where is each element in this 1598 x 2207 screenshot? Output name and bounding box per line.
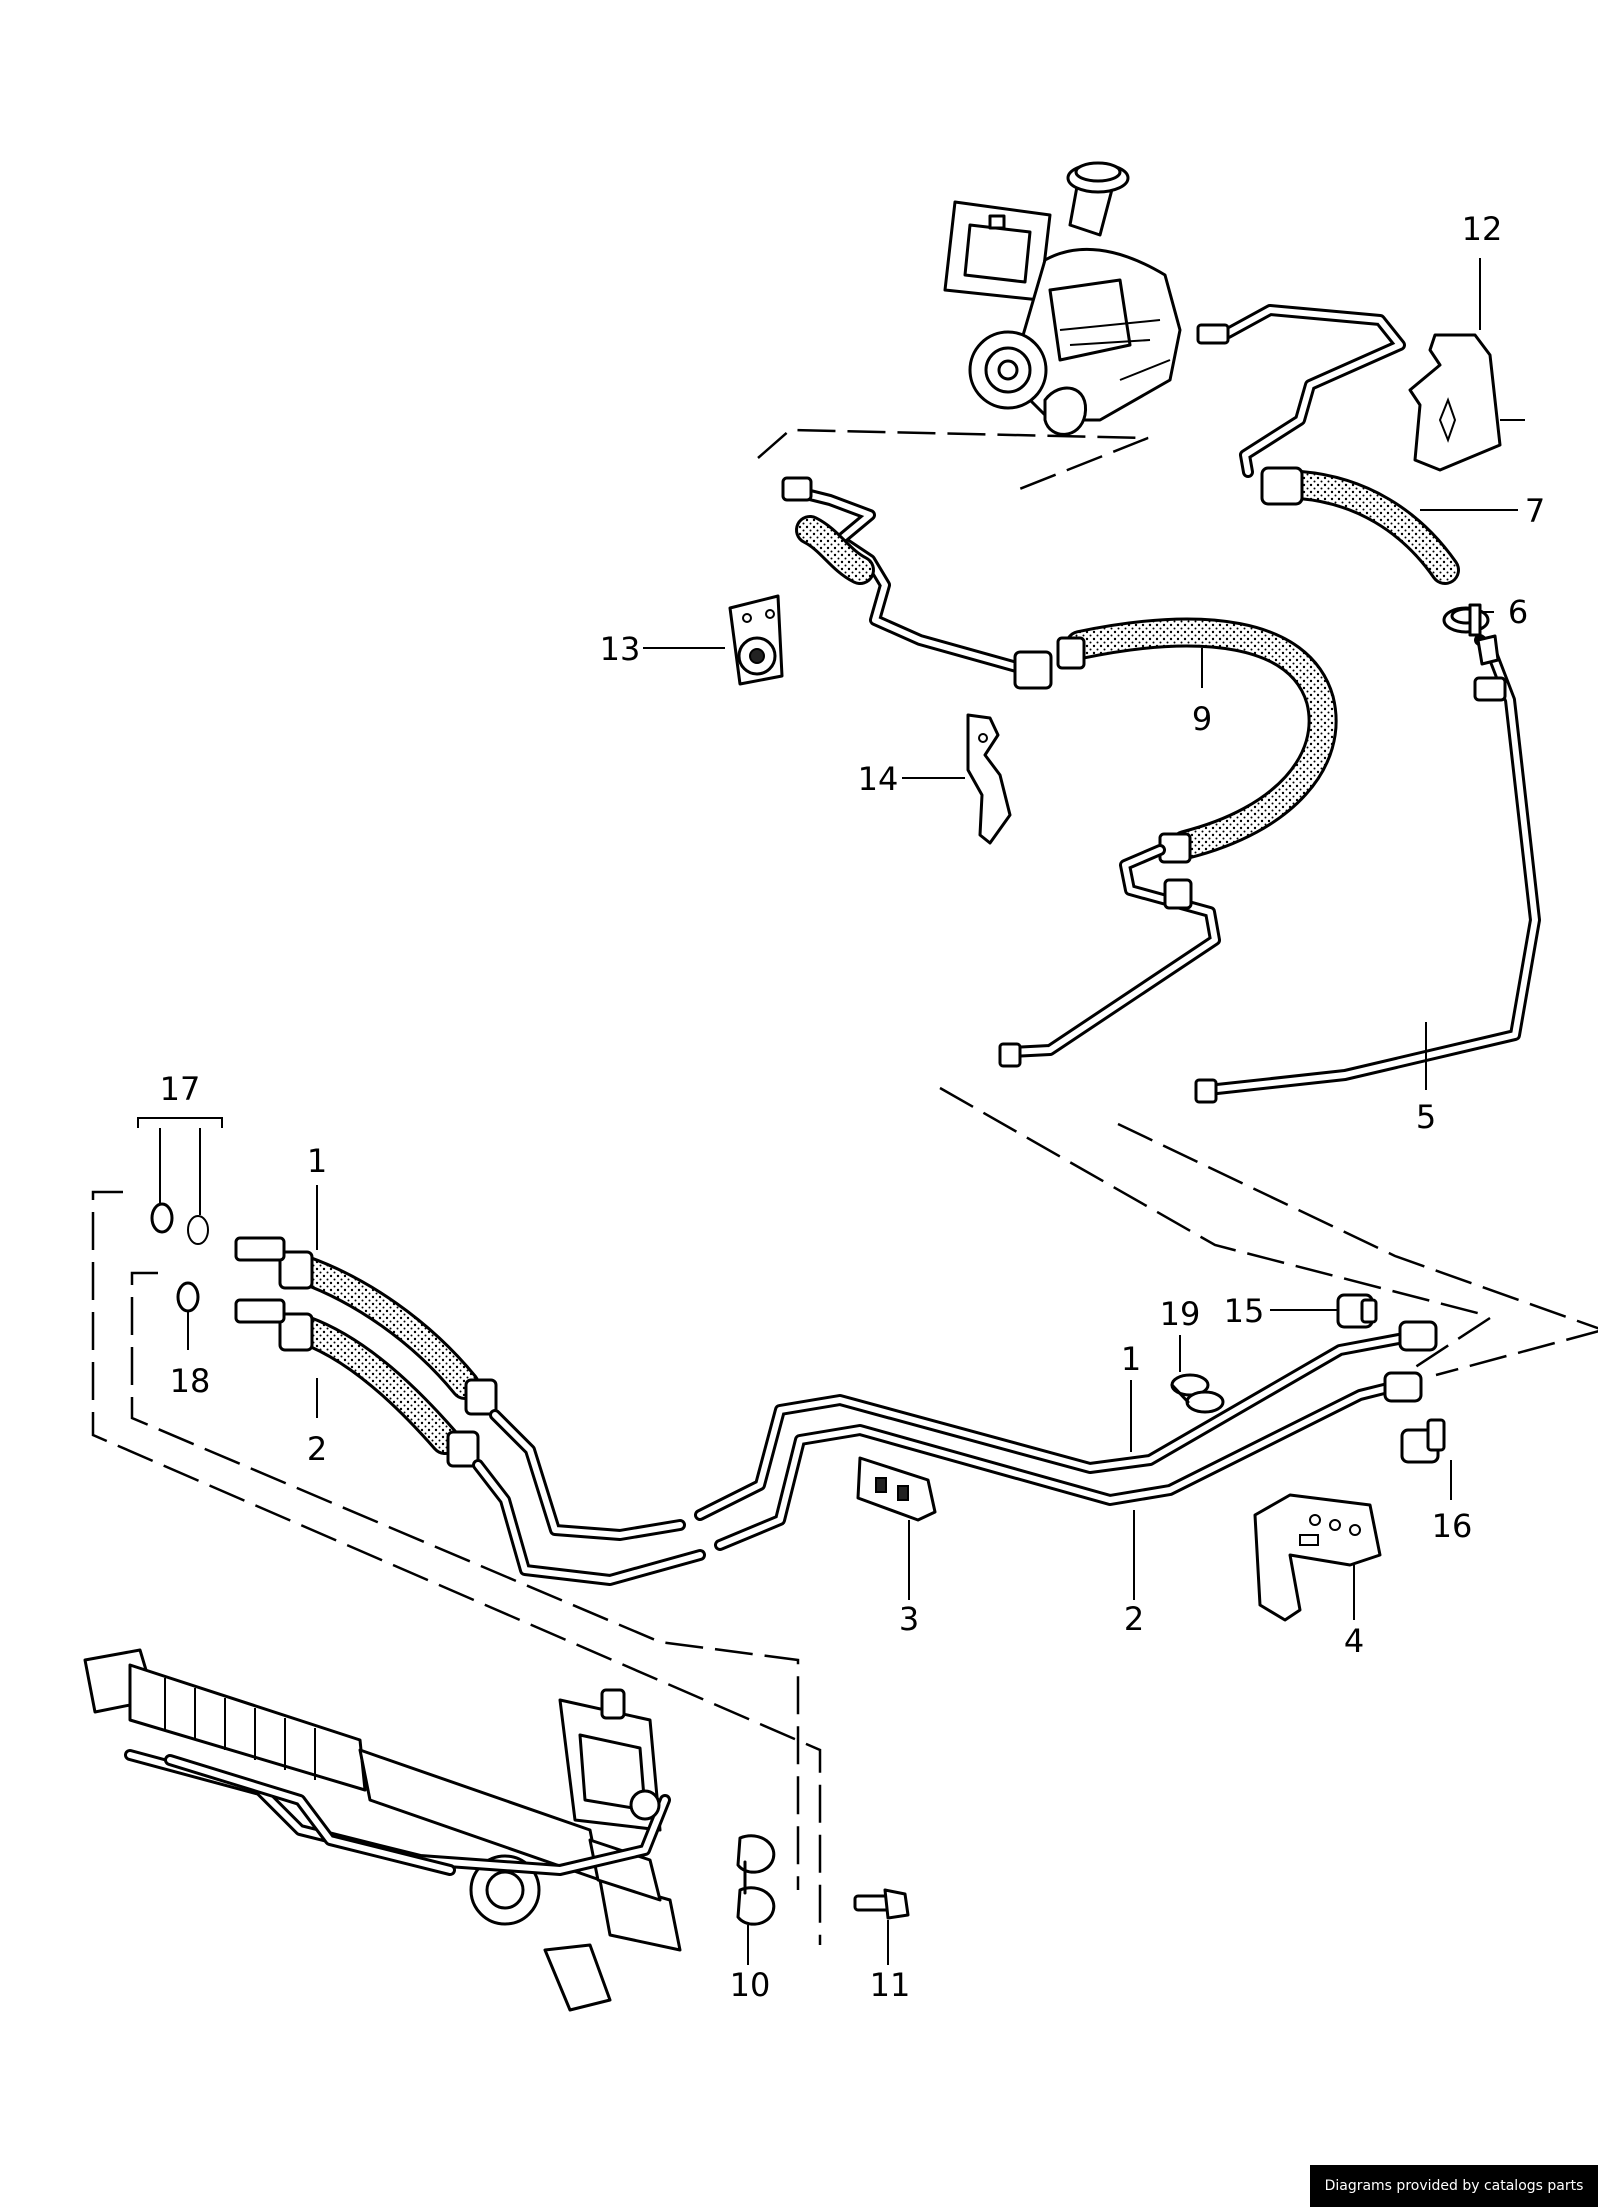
bolt-11	[853, 1888, 910, 1920]
callout-2: 2	[307, 1430, 327, 1468]
bracket-14	[966, 713, 1012, 845]
clip-10	[736, 1834, 776, 1926]
callout-3: 3	[899, 1600, 919, 1638]
hose-9	[1013, 617, 1338, 864]
union-nut-16	[1400, 1418, 1446, 1464]
callout-19: 19	[1160, 1295, 1201, 1333]
seal-ring-18	[176, 1281, 200, 1313]
seal-ring-17a	[150, 1202, 174, 1234]
callout-labels: 1 1 2 2 3 4 5 6 7 9 10 11 12 13 14 15 16…	[160, 210, 1546, 2004]
callout-10: 10	[730, 1966, 771, 2004]
callout-6: 6	[1508, 593, 1528, 631]
hose-7	[1260, 466, 1460, 585]
callout-18: 18	[170, 1362, 211, 1400]
bracket-4	[1253, 1493, 1382, 1622]
callout-12: 12	[1462, 210, 1503, 248]
power-steering-pump	[943, 161, 1182, 436]
pipe-5	[1194, 603, 1541, 1104]
callout-17: 17	[160, 1070, 201, 1108]
callout-7: 7	[1525, 492, 1545, 530]
grommet-3	[856, 1456, 937, 1522]
bracket-17	[137, 1117, 223, 1128]
pressure-pipe-upper	[781, 476, 1026, 674]
assembly-guide-lines	[91, 428, 1598, 1945]
callout-1: 1	[307, 1142, 327, 1180]
pump-outlet-pipe	[1196, 304, 1406, 478]
callout-2: 2	[1124, 1600, 1144, 1638]
callout-5: 5	[1416, 1098, 1436, 1136]
callout-9: 9	[1192, 700, 1212, 738]
steering-rack	[83, 1648, 682, 2012]
clip-19	[1170, 1373, 1225, 1414]
pipe-1	[234, 1236, 1438, 1541]
leader-lines	[159, 258, 1518, 1965]
callout-15: 15	[1224, 1292, 1265, 1330]
diagram-credit-badge: Diagrams provided by catalogs parts	[1310, 2165, 1598, 2207]
callout-14: 14	[858, 760, 899, 798]
bracket-12	[1408, 333, 1525, 472]
callout-13: 13	[600, 630, 641, 668]
diagram-credit-text: Diagrams provided by catalogs parts	[1324, 2178, 1584, 2194]
bracket-13	[728, 594, 784, 686]
callout-11: 11	[870, 1966, 911, 2004]
callout-16: 16	[1432, 1507, 1473, 1545]
seal-ring-17b	[187, 1215, 209, 1245]
pipe-2	[234, 1298, 1423, 1586]
callout-4: 4	[1344, 1622, 1364, 1660]
pressure-pipe-lower	[998, 844, 1221, 1068]
callout-1: 1	[1121, 1340, 1141, 1378]
union-nut-15	[1336, 1293, 1378, 1329]
